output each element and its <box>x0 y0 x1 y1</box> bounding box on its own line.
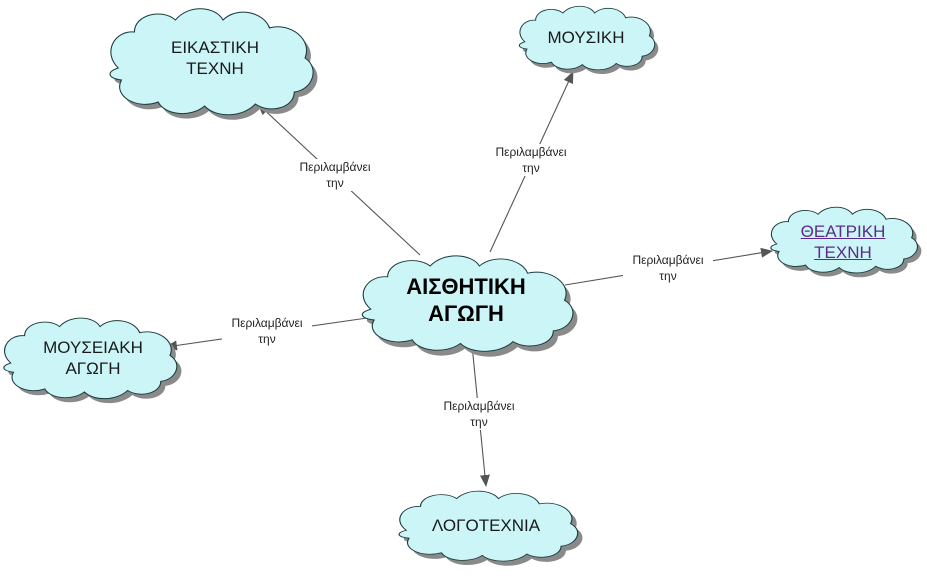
cloud-theatre <box>770 206 922 278</box>
edge-label-theatre: Περιλαμβάνει την <box>623 252 713 285</box>
edge-label-literature: Περιλαμβάνει την <box>434 398 524 431</box>
node-literature-label[interactable]: ΛΟΓΟΤΕΧΝΙΑ <box>431 516 541 536</box>
node-museum-label[interactable]: ΜΟΥΣΕΙΑΚΗ ΑΓΩΓΗ <box>43 337 143 378</box>
node-center-label[interactable]: ΑΙΣΘΗΤΙΚΗ ΑΓΩΓΗ <box>406 273 526 327</box>
edge-label-music: Περιλαμβάνει την <box>486 144 576 177</box>
cloud-literature <box>398 490 583 566</box>
node-visual-art-label[interactable]: ΕΙΚΑΣΤΙΚΗ ΤΕΧΝΗ <box>171 37 259 78</box>
node-music-label[interactable]: ΜΟΥΣΙΚΗ <box>547 28 625 48</box>
node-theatre-link[interactable]: ΘΕΑΤΡΙΚΗ ΤΕΧΝΗ <box>800 221 886 262</box>
cloud-center <box>361 255 578 357</box>
edge-label-museum: Περιλαμβάνει την <box>222 315 312 348</box>
cloud-visual-art <box>109 8 318 120</box>
edge-label-visual-art: Περιλαμβάνει την <box>290 159 380 192</box>
cloud-museum <box>3 317 182 404</box>
cloud-music <box>518 5 659 75</box>
